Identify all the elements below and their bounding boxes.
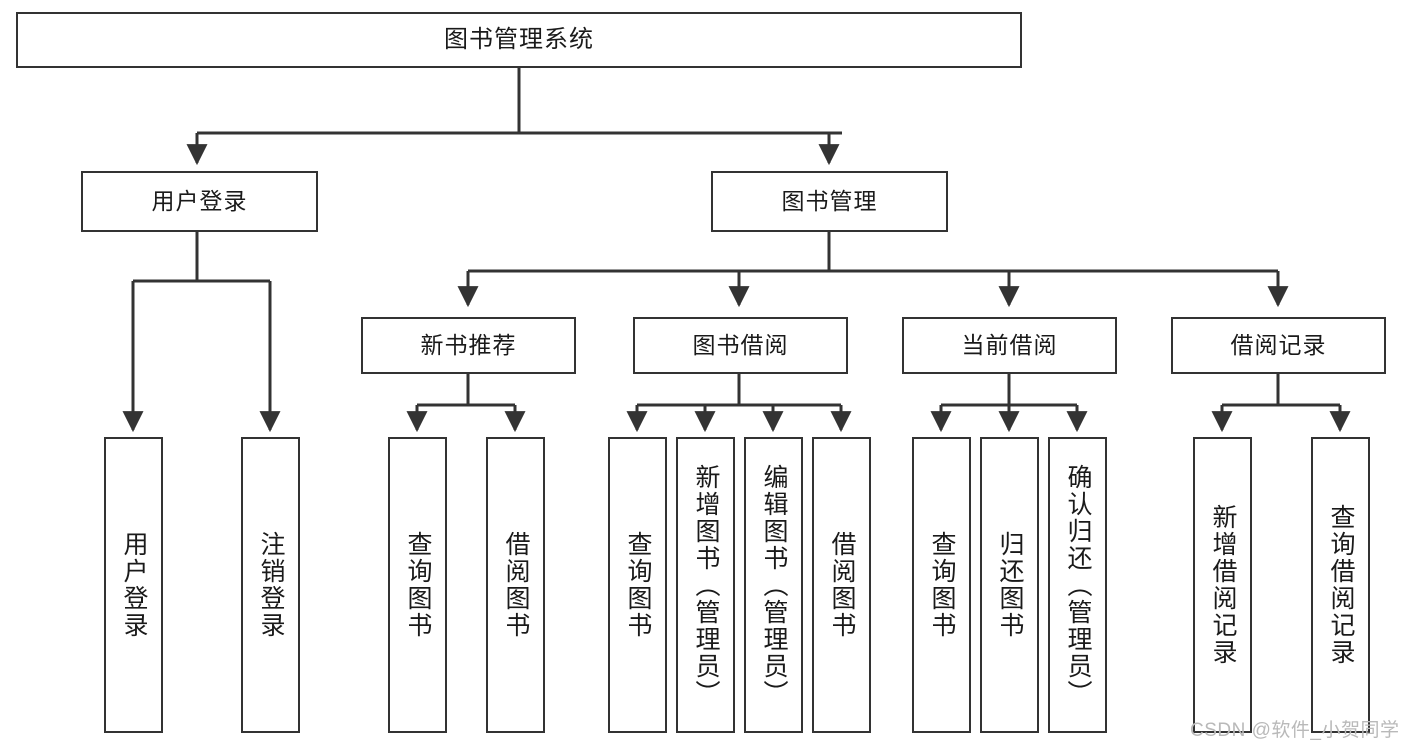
leaf-add-borrow-record[interactable]: 新增借阅记录: [1193, 437, 1252, 733]
node-label: 编辑图书（管理员）: [760, 463, 788, 707]
node-label: 确认归还（管理员）: [1064, 463, 1092, 707]
leaf-add-book-admin[interactable]: 新增图书（管理员）: [676, 437, 735, 733]
node-label: 归还图书: [996, 531, 1024, 639]
node-label: 借阅记录: [1230, 331, 1327, 358]
node-label: 注销登录: [257, 531, 285, 639]
node-label: 借阅图书: [502, 531, 530, 639]
node-current-borrowing[interactable]: 当前借阅: [902, 317, 1117, 374]
node-label: 图书管理: [781, 187, 878, 214]
node-new-book-recommendation[interactable]: 新书推荐: [361, 317, 576, 374]
node-user-login[interactable]: 用户登录: [81, 171, 318, 232]
leaf-confirm-return-admin[interactable]: 确认归还（管理员）: [1048, 437, 1107, 733]
leaf-logout[interactable]: 注销登录: [241, 437, 300, 733]
node-label: 查询图书: [928, 531, 956, 639]
leaf-user-login[interactable]: 用户登录: [104, 437, 163, 733]
leaf-edit-book-admin[interactable]: 编辑图书（管理员）: [744, 437, 803, 733]
leaf-borrow-book-newbook[interactable]: 借阅图书: [486, 437, 545, 733]
node-book-management[interactable]: 图书管理: [711, 171, 948, 232]
node-label: 图书管理系统: [444, 25, 594, 53]
leaf-query-book-borrow[interactable]: 查询图书: [608, 437, 667, 733]
node-borrowing-record[interactable]: 借阅记录: [1171, 317, 1386, 374]
node-label: 新增图书（管理员）: [692, 463, 720, 707]
node-label: 新书推荐: [420, 331, 517, 358]
node-label: 借阅图书: [828, 531, 856, 639]
node-label: 新增借阅记录: [1209, 504, 1237, 666]
node-label: 查询图书: [624, 531, 652, 639]
node-label: 用户登录: [151, 187, 248, 214]
node-book-borrowing[interactable]: 图书借阅: [633, 317, 848, 374]
node-label: 用户登录: [120, 531, 148, 639]
node-label: 图书借阅: [692, 331, 789, 358]
leaf-query-book-newbook[interactable]: 查询图书: [388, 437, 447, 733]
node-root-book-management-system[interactable]: 图书管理系统: [16, 12, 1022, 68]
node-label: 查询图书: [404, 531, 432, 639]
node-label: 查询借阅记录: [1327, 504, 1355, 666]
node-label: 当前借阅: [961, 331, 1058, 358]
leaf-query-borrow-record[interactable]: 查询借阅记录: [1311, 437, 1370, 733]
leaf-query-book-current[interactable]: 查询图书: [912, 437, 971, 733]
leaf-borrow-book[interactable]: 借阅图书: [812, 437, 871, 733]
leaf-return-book[interactable]: 归还图书: [980, 437, 1039, 733]
